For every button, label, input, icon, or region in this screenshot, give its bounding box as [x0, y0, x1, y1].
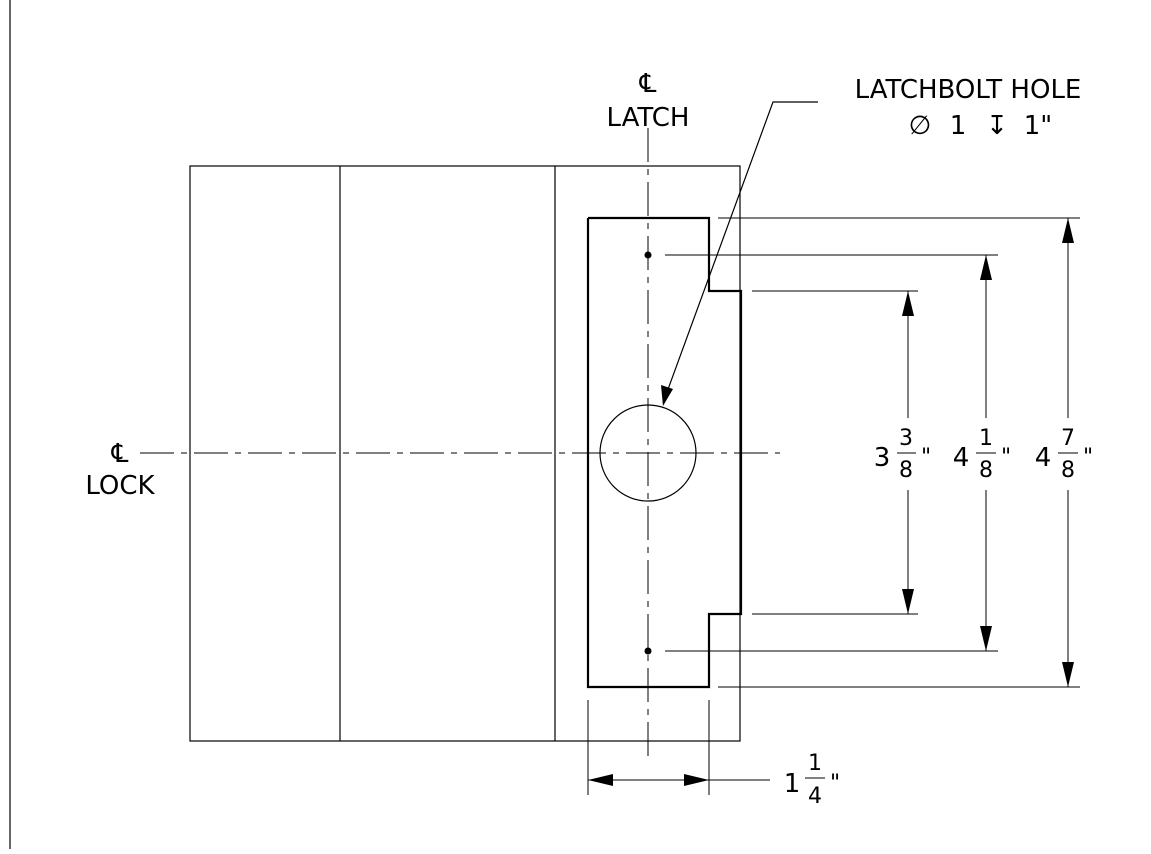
- callout-title: LATCHBOLT HOLE: [855, 75, 1082, 105]
- dim-1-num: 3: [899, 426, 913, 451]
- dim-arrow-width-left: [588, 774, 613, 786]
- dim-label-1-1-4: 1 1 4 ": [784, 751, 840, 809]
- dim-width-den: 4: [808, 784, 822, 809]
- lock-label: LOCK: [85, 471, 155, 501]
- dim-width-num: 1: [808, 751, 822, 776]
- dim-label-4-1-8: 4 1 8 ": [953, 426, 1011, 483]
- dim-1-whole: 3: [874, 443, 891, 473]
- screw-point-top: [644, 251, 652, 259]
- dim-2-num: 1: [979, 426, 993, 451]
- dim-arrow-3-bottom: [1062, 662, 1074, 687]
- dim-1-unit: ": [921, 445, 931, 470]
- dim-2-whole: 4: [953, 443, 970, 473]
- dim-3-den: 8: [1061, 458, 1075, 483]
- callout-diameter: 1: [950, 111, 967, 141]
- lock-cl-symbol: ℄: [111, 439, 129, 469]
- callout-leader: [662, 101, 818, 404]
- dim-width-unit: ": [830, 771, 840, 796]
- dim-label-4-7-8: 4 7 8 ": [1035, 426, 1093, 483]
- dim-arrow-2-top: [980, 255, 992, 280]
- latchbolt-hole: [599, 404, 697, 502]
- dim-arrow-2-bottom: [980, 626, 992, 651]
- dim-3-num: 7: [1061, 426, 1075, 451]
- dim-1-den: 8: [899, 458, 913, 483]
- dim-2-den: 8: [979, 458, 993, 483]
- dim-2-unit: ": [1001, 445, 1011, 470]
- dim-width-whole: 1: [784, 769, 801, 799]
- dim-arrow-1-bottom: [902, 589, 914, 614]
- latch-label: LATCH: [607, 103, 690, 133]
- dim-label-3-3-8: 3 3 8 ": [874, 426, 931, 483]
- depth-symbol: ↧: [986, 111, 1008, 141]
- callout-arrowhead: [661, 385, 673, 406]
- dim-arrow-width-right: [684, 774, 709, 786]
- dim-arrow-3-top: [1062, 218, 1074, 243]
- dim-3-unit: ": [1083, 445, 1093, 470]
- latch-cl-symbol: ℄: [639, 69, 657, 99]
- dim-arrow-1-top: [902, 291, 914, 316]
- latch-plate-outline: [586, 216, 743, 689]
- screw-point-bottom: [644, 647, 652, 655]
- diameter-symbol: ∅: [909, 111, 932, 141]
- callout-depth: 1": [1024, 111, 1053, 141]
- dim-3-whole: 4: [1035, 443, 1052, 473]
